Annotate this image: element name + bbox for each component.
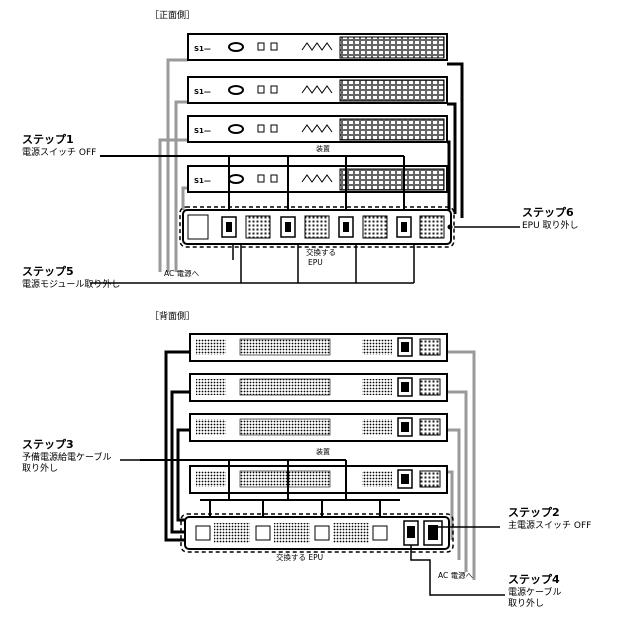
rear-device-unit-2 <box>189 373 448 402</box>
front-ac-label: AC 電源へ <box>164 269 200 278</box>
step6-number: 6 <box>566 206 574 219</box>
step1-callout: ステップ1 電源スイッチ OFF <box>22 130 96 158</box>
step3-text: 予備電源給電ケーブル <box>22 453 112 463</box>
step3-number: 3 <box>66 438 74 451</box>
step2-number: 2 <box>552 506 560 519</box>
step1-number: 1 <box>66 133 74 146</box>
step4-text: 電源ケーブル <box>508 588 562 598</box>
step6-text: EPU 取り外し <box>522 221 579 231</box>
step4-text2: 取り外し <box>508 599 545 609</box>
front-switch-unit-2: S1— <box>187 76 448 104</box>
rear-section-label: ［背面側］ <box>150 312 196 322</box>
front-switch-unit-1: S1— <box>187 33 448 61</box>
step2-prefix: ステップ <box>508 506 552 519</box>
step5-callout: ステップ5 電源モジュール取り外し <box>22 262 120 290</box>
step2-callout: ステップ2 主電源スイッチ OFF <box>508 503 591 531</box>
step2-text: 主電源スイッチ OFF <box>508 521 592 531</box>
svg-text:S1—: S1— <box>194 177 211 185</box>
rear-device-unit-4 <box>189 465 448 494</box>
step3-prefix: ステップ <box>22 438 66 451</box>
rear-device-unit-3 <box>189 413 448 442</box>
rear-black-cables <box>164 350 190 542</box>
svg-text:S1—: S1— <box>194 127 211 135</box>
front-epu <box>179 206 455 248</box>
step5-text: 電源モジュール取り外し <box>22 280 121 290</box>
step4-callout: ステップ4 電源ケーブル 取り外し <box>508 570 561 609</box>
rear-device-label: 装置 <box>316 448 330 456</box>
rear-epu-label: 交換する EPU <box>276 553 324 562</box>
front-section-label: ［正面側］ <box>150 11 196 21</box>
front-epu-label-line1: 交換する <box>306 248 336 257</box>
rear-device-unit-1 <box>189 333 448 362</box>
front-switch-unit-4: S1— <box>187 165 448 193</box>
rear-backup-feed-cables <box>140 459 400 518</box>
step6-prefix: ステップ <box>522 206 566 219</box>
front-module-leads <box>90 244 415 284</box>
step1-prefix: ステップ <box>22 133 66 146</box>
front-gray-cables <box>158 58 188 272</box>
svg-text:S1—: S1— <box>194 88 211 96</box>
rear-step4-cable <box>410 545 505 596</box>
step6-callout: ステップ6 EPU 取り外し <box>522 203 579 231</box>
step5-number: 5 <box>66 265 74 278</box>
svg-text:S1—: S1— <box>194 45 211 53</box>
front-epu-label-line2: EPU <box>308 258 323 267</box>
front-switch-unit-3: S1— <box>187 115 448 143</box>
step4-number: 4 <box>552 573 560 586</box>
step3-callout: ステップ3 予備電源給電ケーブル 取り外し <box>22 435 111 474</box>
rear-section <box>120 333 505 596</box>
rear-epu <box>180 513 454 553</box>
step4-prefix: ステップ <box>508 573 552 586</box>
front-black-cables <box>447 62 464 218</box>
step5-prefix: ステップ <box>22 265 66 278</box>
front-section: S1— S1— S1— <box>90 33 520 284</box>
step1-text: 電源スイッチ OFF <box>22 148 97 158</box>
step3-text2: 取り外し <box>22 464 59 474</box>
front-device-label: 装置 <box>316 145 330 153</box>
rear-ac-label: AC 電源へ <box>438 571 474 580</box>
rear-gray-cables <box>447 350 476 580</box>
